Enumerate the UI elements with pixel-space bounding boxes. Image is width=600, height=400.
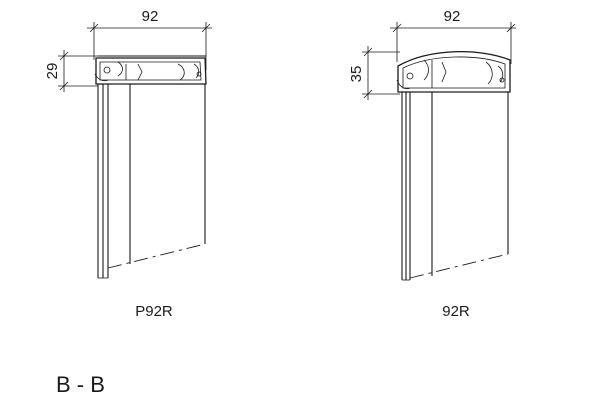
right-width-dimension: 92 [390, 8, 516, 64]
right-panel [401, 92, 509, 281]
right-profile-caption: 92R [442, 303, 470, 320]
left-profile: 92 29 [44, 8, 212, 320]
left-height-dimension: 29 [44, 50, 98, 92]
left-profile-caption: P92R [135, 303, 173, 320]
left-width-dimension: 92 [87, 8, 212, 70]
left-height-value: 29 [44, 63, 61, 80]
right-width-value: 92 [444, 8, 461, 25]
right-height-dimension: 35 [348, 46, 400, 100]
right-height-value: 35 [348, 66, 365, 83]
right-profile: 92 35 [348, 8, 516, 320]
left-panel [97, 84, 206, 279]
section-label: B - B [56, 372, 105, 397]
left-profile-head [94, 57, 207, 85]
left-width-value: 92 [142, 8, 159, 25]
right-profile-head [396, 50, 511, 93]
